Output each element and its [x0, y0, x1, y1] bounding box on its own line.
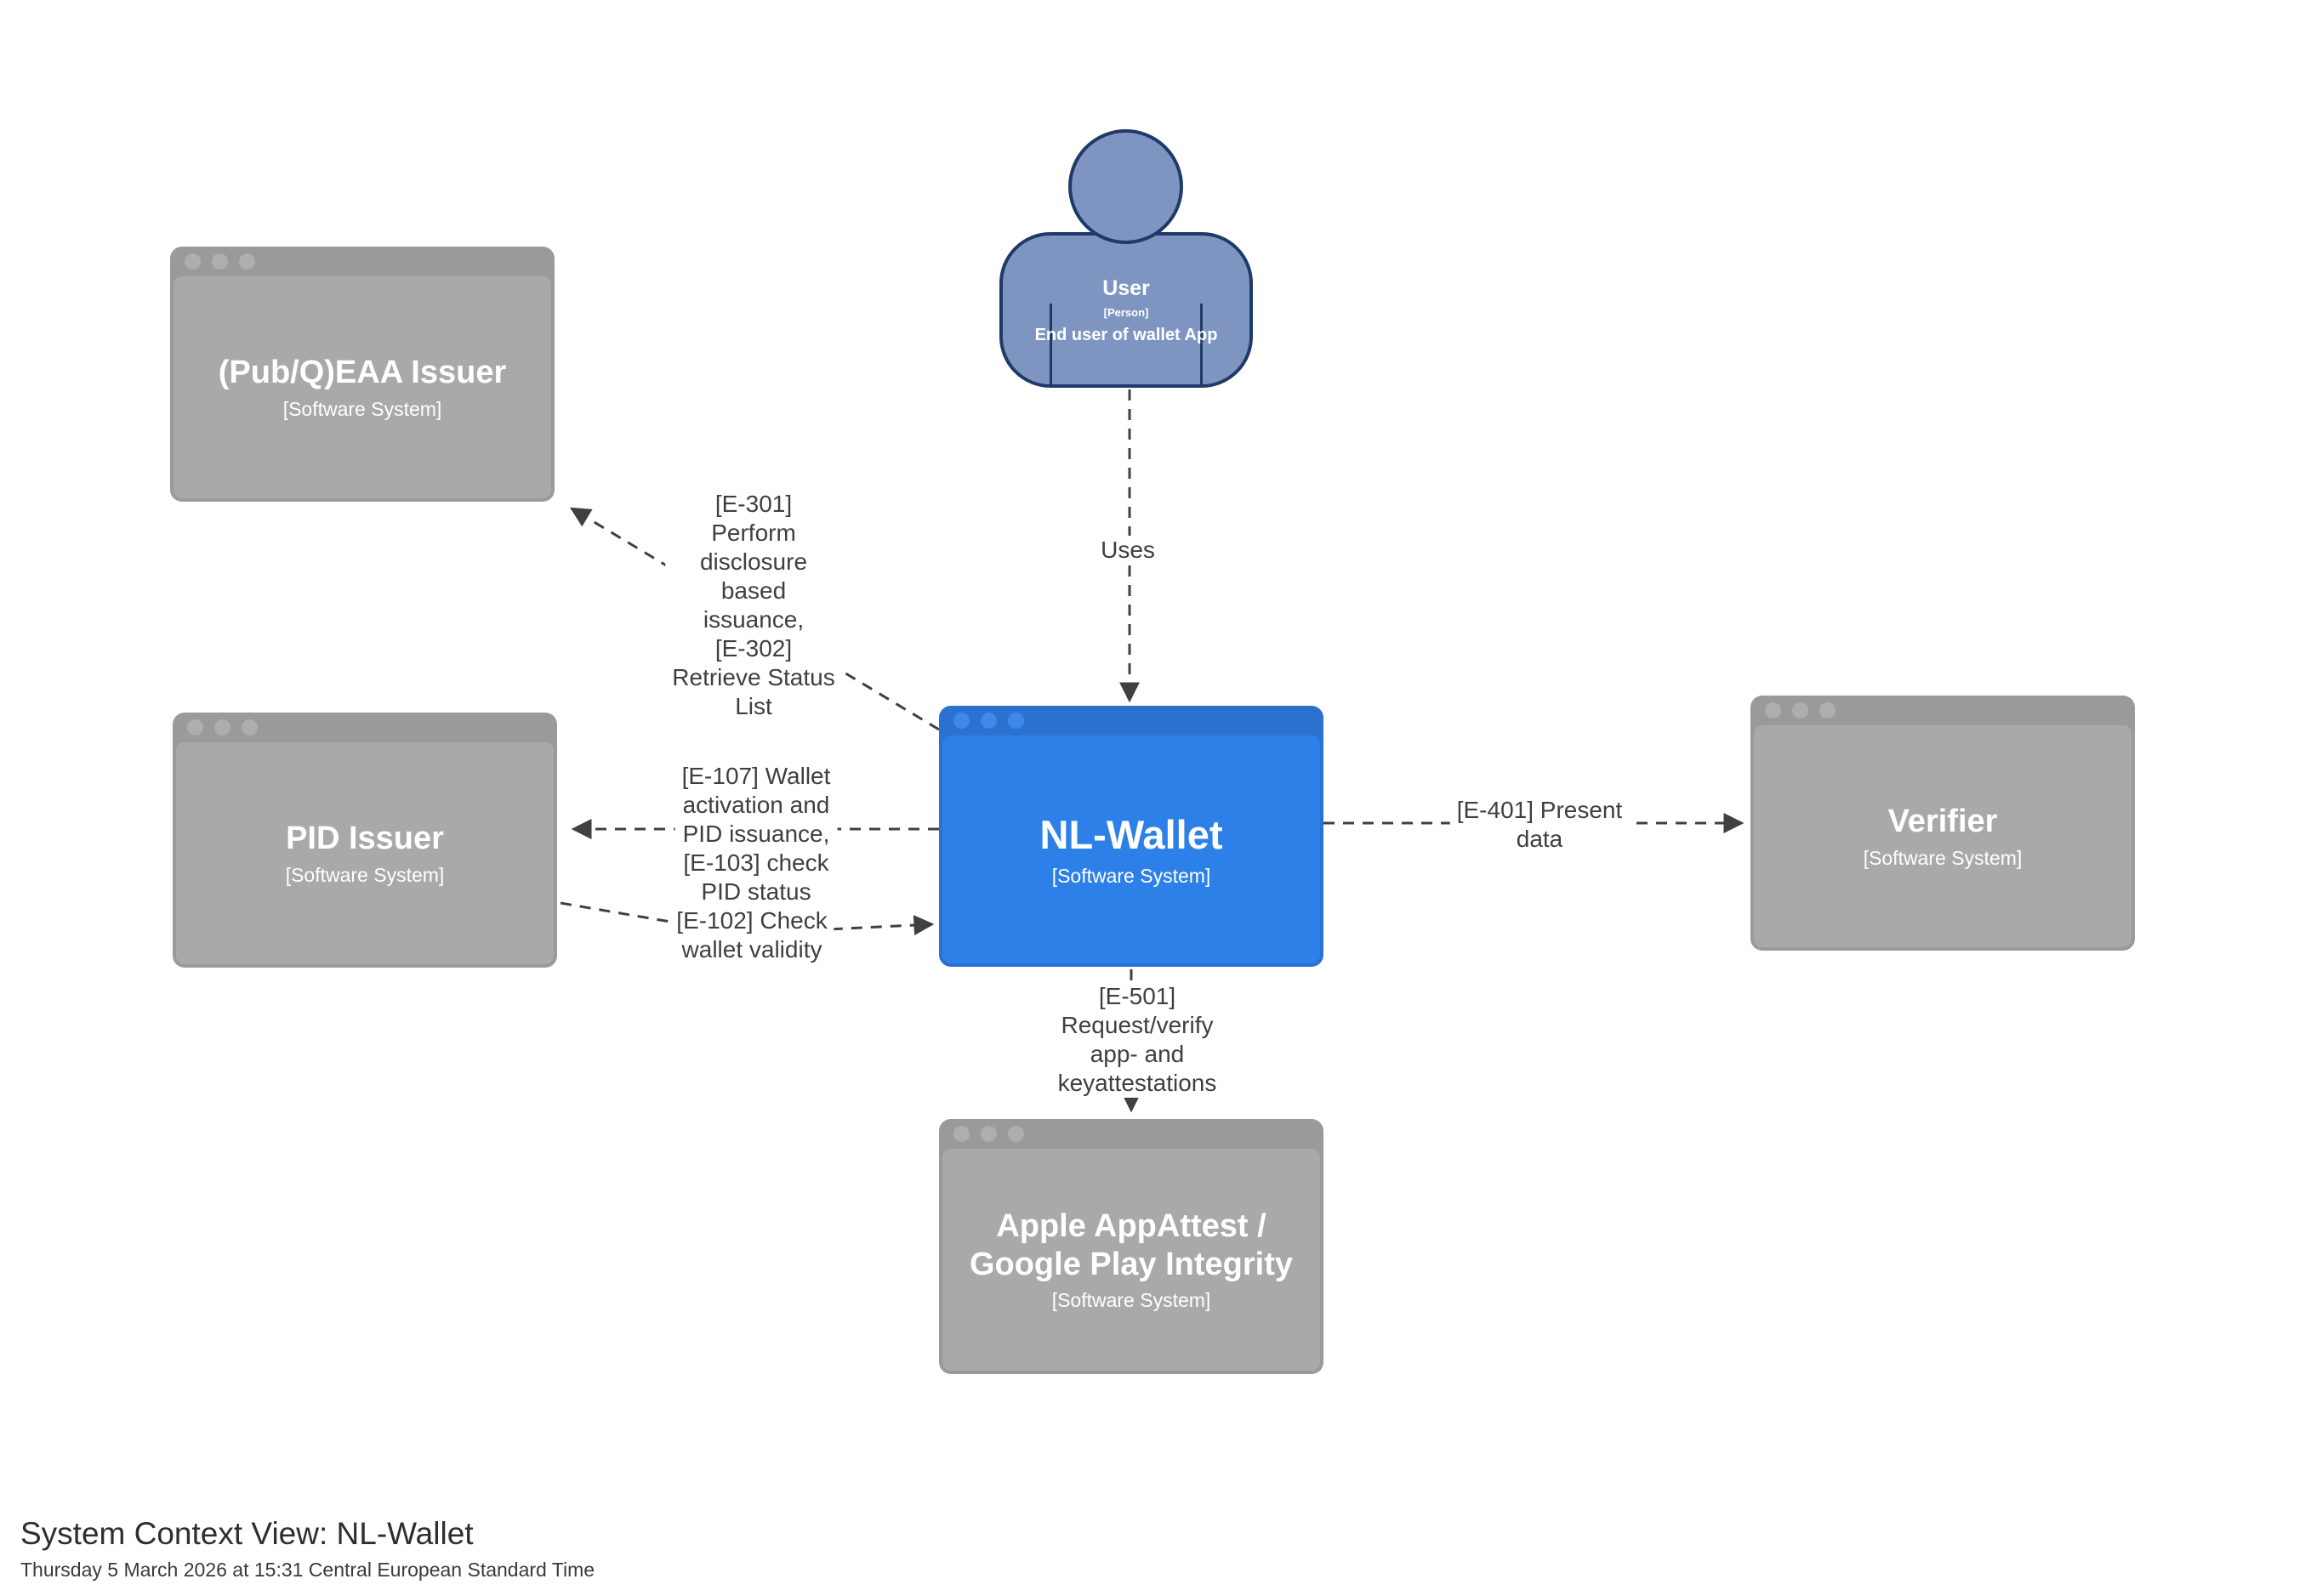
- node-type-label: [Software System]: [285, 863, 445, 886]
- node-body: PID Issuer [Software System]: [176, 742, 554, 964]
- node-attestation-service: Apple AppAttest / Google Play Integrity …: [939, 1119, 1323, 1374]
- diagram-title: System Context View: NL-Wallet: [20, 1516, 474, 1551]
- person-arm-seam: [1050, 304, 1052, 385]
- node-type-label: [Software System]: [1051, 1289, 1211, 1312]
- edge-label-e501: [E-501] Request/verify app- and keyattes…: [1050, 982, 1224, 1098]
- node-title: NL-Wallet: [1039, 812, 1223, 858]
- edge-label-e301: [E-301] Perform disclosure based issuanc…: [665, 490, 842, 721]
- node-type-label: [Software System]: [282, 397, 442, 420]
- node-nl-wallet: NL-Wallet [Software System]: [939, 706, 1323, 967]
- node-user: User [Person] End user of wallet App: [999, 232, 1253, 388]
- window-dots-icon: [953, 713, 1024, 729]
- node-title: Verifier: [1887, 804, 1998, 840]
- node-title: (Pub/Q)EAA Issuer: [218, 355, 507, 391]
- person-head-icon: [1068, 129, 1183, 244]
- edge-label-e102: [E-102] Check wallet validity: [669, 906, 834, 964]
- node-title: PID Issuer: [286, 821, 444, 857]
- edge-label-uses: Uses: [1094, 536, 1162, 565]
- window-dots-icon: [185, 253, 255, 270]
- node-title: User: [1102, 276, 1150, 300]
- node-body: NL-Wallet [Software System]: [942, 736, 1320, 963]
- window-dots-icon: [187, 719, 258, 736]
- node-body: Apple AppAttest / Google Play Integrity …: [942, 1149, 1320, 1371]
- node-verifier: Verifier [Software System]: [1750, 696, 2135, 951]
- edge-label-e401: [E-401] Present data: [1449, 796, 1630, 854]
- node-description: End user of wallet App: [1034, 326, 1218, 344]
- edge-label-e107: [E-107] Wallet activation and PID issuan…: [674, 762, 838, 906]
- node-type-label: [Person]: [1103, 306, 1149, 319]
- node-pid-issuer: PID Issuer [Software System]: [173, 713, 557, 968]
- edge-e301-line: [569, 507, 940, 731]
- node-body: (Pub/Q)EAA Issuer [Software System]: [174, 276, 551, 498]
- node-type-label: [Software System]: [1863, 846, 2023, 869]
- window-dots-icon: [953, 1126, 1024, 1142]
- person-arm-seam: [1200, 304, 1203, 385]
- node-body: Verifier [Software System]: [1754, 725, 2131, 947]
- window-dots-icon: [1765, 702, 1835, 718]
- node-eaa-issuer: (Pub/Q)EAA Issuer [Software System]: [170, 247, 555, 502]
- node-title: Apple AppAttest / Google Play Integrity: [969, 1207, 1294, 1282]
- diagram-timestamp: Thursday 5 March 2026 at 15:31 Central E…: [20, 1559, 595, 1581]
- node-type-label: [Software System]: [1051, 864, 1211, 887]
